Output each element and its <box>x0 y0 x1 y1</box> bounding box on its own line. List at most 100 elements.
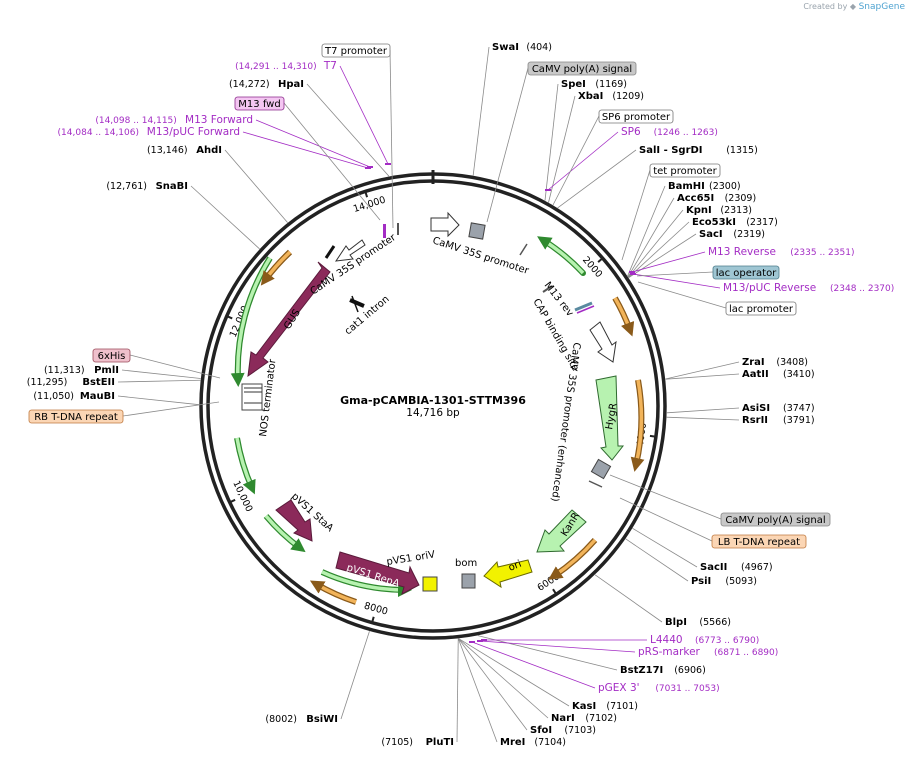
site-label[interactable]: BlpI(5566) <box>665 617 731 628</box>
site-leader-line <box>628 221 690 278</box>
feature-label: bom <box>455 558 477 569</box>
site-label[interactable]: SacI(2319) <box>699 229 765 240</box>
site-leader-line <box>627 197 675 277</box>
primer-name: M13 Forward <box>185 114 253 126</box>
tick-mark <box>364 190 369 198</box>
site-label[interactable]: AsiSI(3747) <box>742 403 815 414</box>
site-name: SalI - SgrDI <box>639 145 703 156</box>
site-position: (7102) <box>585 713 617 724</box>
feature-leader-line <box>486 67 529 223</box>
site-label[interactable]: HpaI(14,272) <box>229 79 304 90</box>
site-label[interactable]: AatII(3410) <box>742 369 815 380</box>
site-label[interactable]: BstEII(11,295) <box>27 377 115 388</box>
feature-arcs <box>230 211 645 605</box>
primer-label[interactable]: M13/pUC Reverse(2348 .. 2370) <box>723 282 894 294</box>
primer-label[interactable]: M13 Reverse(2335 .. 2351) <box>708 246 854 258</box>
primer-name: M13/pUC Reverse <box>723 282 816 294</box>
site-leader-line <box>625 538 689 582</box>
site-label[interactable]: NarI(7102) <box>551 713 617 724</box>
site-label[interactable]: SacII(4967) <box>700 562 773 573</box>
ori-arrow <box>483 559 533 589</box>
site-label[interactable]: BamHI(2300) <box>668 181 741 192</box>
feature-box-label[interactable]: 6xHis <box>92 348 131 363</box>
camv35s-arrow-top <box>430 211 460 238</box>
primer-label[interactable]: M13/pUC Forward(14,084 .. 14,106) <box>58 126 240 138</box>
site-label[interactable]: Acc65I(2309) <box>677 193 756 204</box>
site-label[interactable]: Eco53kI(2317) <box>692 217 778 228</box>
site-label[interactable]: XbaI(1209) <box>578 91 644 102</box>
primer-label[interactable]: pGEX 3'(7031 .. 7053) <box>598 682 720 694</box>
site-leader-line <box>306 83 390 177</box>
site-name: PsiI <box>691 576 711 587</box>
site-name: BamHI <box>668 181 705 192</box>
feature-box-text: RB T-DNA repeat <box>34 412 118 423</box>
site-position: (3408) <box>776 357 808 368</box>
primer-label[interactable]: SP6(1246 .. 1263) <box>621 126 718 138</box>
primer-name: L4440 <box>650 634 683 646</box>
site-label[interactable]: SpeI(1169) <box>561 79 627 90</box>
feature-box-label[interactable]: M13 fwd <box>234 96 285 111</box>
site-name: KpnI <box>686 205 712 216</box>
site-leader-line <box>472 46 490 176</box>
primer-range: (14,098 .. 14,115) <box>95 116 176 126</box>
site-label[interactable]: PluTI(7105) <box>381 737 454 748</box>
primer-leader-line <box>339 65 389 165</box>
feature-box-label[interactable]: SP6 promoter <box>598 109 674 124</box>
site-label[interactable]: RsrII(3791) <box>742 415 815 426</box>
tick-label: 8000 <box>363 601 389 618</box>
site-label[interactable]: ZraI(3408) <box>742 357 808 368</box>
feature-box-label[interactable]: RB T-DNA repeat <box>28 409 124 424</box>
feature-box-text: 6xHis <box>98 351 126 362</box>
feature-box-text: CaMV poly(A) signal <box>725 515 825 526</box>
site-name: SwaI <box>492 42 519 53</box>
feature-box-label[interactable]: tet promoter <box>649 163 721 178</box>
site-label[interactable]: MreI(7104) <box>500 737 566 748</box>
primer-range: (1246 .. 1263) <box>654 128 718 138</box>
camv-polya-box <box>468 222 486 240</box>
pvs1-oriv-box <box>422 576 438 592</box>
site-position: (14,272) <box>229 79 270 90</box>
feature-box-label[interactable]: T7 promoter <box>321 43 391 58</box>
site-position: (6906) <box>674 665 706 676</box>
site-label[interactable]: SalI - SgrDI(1315) <box>639 145 758 156</box>
site-name: BstZ17I <box>620 665 663 676</box>
feature-leader-line <box>619 497 713 542</box>
backbone-ring <box>199 170 667 640</box>
site-leader-line <box>457 638 498 743</box>
site-position: (3791) <box>783 415 815 426</box>
site-label[interactable]: AhdI(13,146) <box>147 145 222 156</box>
feature-box-label[interactable]: CaMV poly(A) signal <box>527 61 637 76</box>
site-label[interactable]: SnaBI(12,761) <box>106 181 188 192</box>
feature-box <box>649 163 721 178</box>
feature-box <box>712 265 780 280</box>
site-position: (7104) <box>534 737 566 748</box>
feature-box-label[interactable]: lac promoter <box>725 301 797 316</box>
site-label[interactable]: KasI(7101) <box>572 701 638 712</box>
site-leader-line <box>340 631 370 720</box>
site-label[interactable]: PmlI(11,313) <box>44 365 119 376</box>
camv35s-arrow-left <box>334 239 366 262</box>
site-leader-line <box>557 149 637 209</box>
tick-mark <box>225 314 233 320</box>
site-label[interactable]: PsiI(5093) <box>691 576 757 587</box>
feature-box-label[interactable]: CaMV poly(A) signal <box>720 512 831 527</box>
feature-box <box>527 61 637 76</box>
feature-box-text: T7 promoter <box>324 46 388 57</box>
site-label[interactable]: MauBI(11,050) <box>33 391 115 402</box>
site-position: (1209) <box>612 91 644 102</box>
feature-box-label[interactable]: LB T-DNA repeat <box>711 534 807 549</box>
site-label[interactable]: SfoI(7103) <box>530 725 596 736</box>
primer-range: (6773 .. 6790) <box>695 636 759 646</box>
site-label[interactable]: BstZ17I (6906) <box>620 665 706 676</box>
site-label[interactable]: BsiWI(8002) <box>265 714 338 725</box>
camv35s-enh-arrow <box>589 321 617 363</box>
site-label[interactable]: KpnI(2313) <box>686 205 752 216</box>
feature-leader-line <box>129 354 221 379</box>
primer-label[interactable]: T7(14,291 .. 14,310) <box>235 60 337 72</box>
site-leader-line <box>458 638 549 719</box>
primer-label[interactable]: L4440 (6773 .. 6790) <box>650 634 759 646</box>
primer-label[interactable]: M13 Forward (14,098 .. 14,115) <box>95 114 253 126</box>
feature-box-label[interactable]: lac operator <box>712 265 780 280</box>
site-label[interactable]: SwaI(404) <box>492 42 552 53</box>
primer-label[interactable]: pRS-marker(6871 .. 6890) <box>638 646 778 658</box>
